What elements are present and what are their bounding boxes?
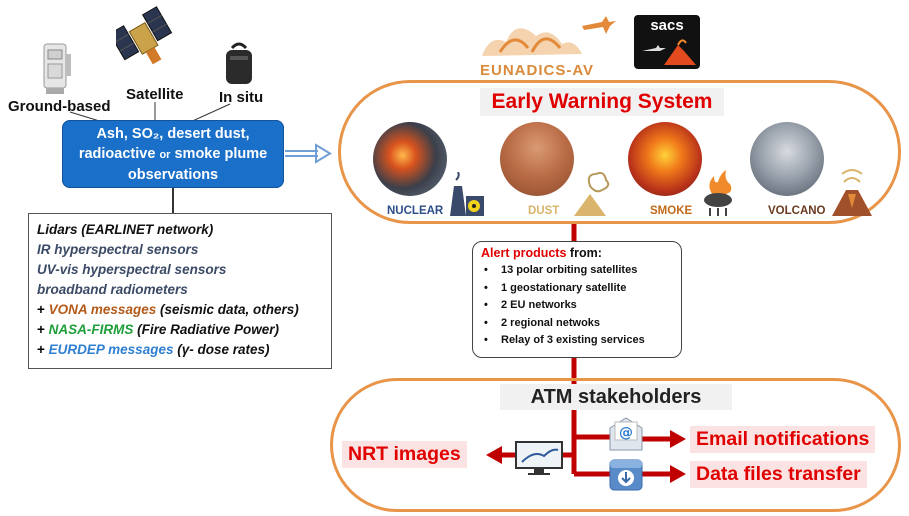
atm-stakeholders-frame xyxy=(330,378,901,512)
observations-smoke-plume: smoke plume xyxy=(174,145,268,162)
eunadics-logo-graphic xyxy=(482,16,616,56)
instrument-firms: + NASA-FIRMS (Fire Radiative Power) xyxy=(37,320,323,340)
instrument-radiometers: broadband radiometers xyxy=(37,282,188,297)
alert-product-item: 1 geostationary satellite xyxy=(481,280,673,298)
atm-stakeholders-title: ATM stakeholders xyxy=(500,384,732,410)
nrt-images-label: NRT images xyxy=(342,441,467,468)
nuclear-plant-icon xyxy=(446,171,486,216)
hazard-label-dust: DUST xyxy=(528,205,560,217)
alert-product-item: 13 polar orbiting satellites xyxy=(481,262,673,280)
instrument-ir: IR hyperspectral sensors xyxy=(37,242,199,257)
eurdep-detail: (γ- dose rates) xyxy=(177,342,270,357)
alert-products-title: Alert products xyxy=(481,246,567,260)
alert-products-box: Alert products from: 13 polar orbiting s… xyxy=(472,241,682,358)
observations-radioactive: radioactive xyxy=(78,145,156,162)
observations-box: Ash, SO₂, desert dust, radioactive or sm… xyxy=(62,120,284,188)
alert-product-item: 2 EU networks xyxy=(481,297,673,315)
eurdep-label: EURDEP messages xyxy=(48,342,174,357)
email-icon: @ xyxy=(608,416,644,452)
observations-line-1: Ash, SO₂, desert dust, xyxy=(96,125,250,142)
volcano-icon xyxy=(830,164,874,218)
smoke-image xyxy=(628,122,702,196)
observations-line-3: observations xyxy=(127,166,219,183)
alert-products-list: 13 polar orbiting satellites 1 geostatio… xyxy=(481,262,673,350)
ground-instrument-icon xyxy=(40,40,74,96)
firms-label: NASA-FIRMS xyxy=(48,322,134,337)
ground-based-label: Ground-based xyxy=(8,98,111,115)
plus-sign: + xyxy=(37,322,45,337)
hazard-label-volcano: VOLCANO xyxy=(768,205,826,217)
dust-image xyxy=(500,122,574,196)
plus-sign: + xyxy=(37,342,45,357)
monitor-icon xyxy=(514,440,564,476)
plus-sign: + xyxy=(37,302,45,317)
early-warning-system-title: Early Warning System xyxy=(480,88,724,116)
volcano-image xyxy=(750,122,824,196)
satellite-icon xyxy=(109,4,180,82)
nuclear-image xyxy=(373,122,447,196)
hazard-label-nuclear: NUCLEAR xyxy=(387,205,444,217)
instrument-vona: + VONA messages (seismic data, others) xyxy=(37,300,323,320)
smoke-fire-icon xyxy=(702,170,736,218)
alert-products-from: from: xyxy=(569,246,602,260)
sacs-volcano-icon xyxy=(642,39,696,65)
sacs-logo-text: sacs xyxy=(650,17,684,34)
vona-detail: (seismic data, others) xyxy=(159,302,299,317)
sacs-logo: sacs xyxy=(634,15,700,69)
svg-text:@: @ xyxy=(619,425,633,441)
early-warning-system-frame xyxy=(338,80,901,224)
firms-detail: (Fire Radiative Power) xyxy=(137,322,279,337)
instrument-lidars: Lidars (EARLINET network) xyxy=(37,222,214,237)
alert-products-heading: Alert products from: xyxy=(481,246,673,260)
alert-product-item: 2 regional netwoks xyxy=(481,315,673,333)
instrument-eurdep: + EURDEP messages (γ- dose rates) xyxy=(37,340,323,360)
in-situ-instrument-icon xyxy=(222,40,256,88)
instrument-uvvis: UV-vis hyperspectral sensors xyxy=(37,262,227,277)
download-icon xyxy=(608,458,644,492)
eunadics-logo: EUNADICS-AV xyxy=(470,8,620,80)
observations-line-2: radioactive or smoke plume xyxy=(62,144,284,165)
in-situ-label: In situ xyxy=(219,89,264,106)
vona-label: VONA messages xyxy=(48,302,157,317)
email-notifications-label: Email notifications xyxy=(690,426,876,453)
satellite-label: Satellite xyxy=(126,86,184,103)
alert-product-item: Relay of 3 existing services xyxy=(481,332,673,350)
dust-icon xyxy=(572,166,612,218)
observations-or: or xyxy=(159,148,171,161)
instruments-box: Lidars (EARLINET network) IR hyperspectr… xyxy=(28,213,332,369)
eunadics-logo-text: EUNADICS-AV xyxy=(480,62,595,79)
hazard-label-smoke: SMOKE xyxy=(650,205,693,217)
data-files-transfer-label: Data files transfer xyxy=(690,461,867,488)
